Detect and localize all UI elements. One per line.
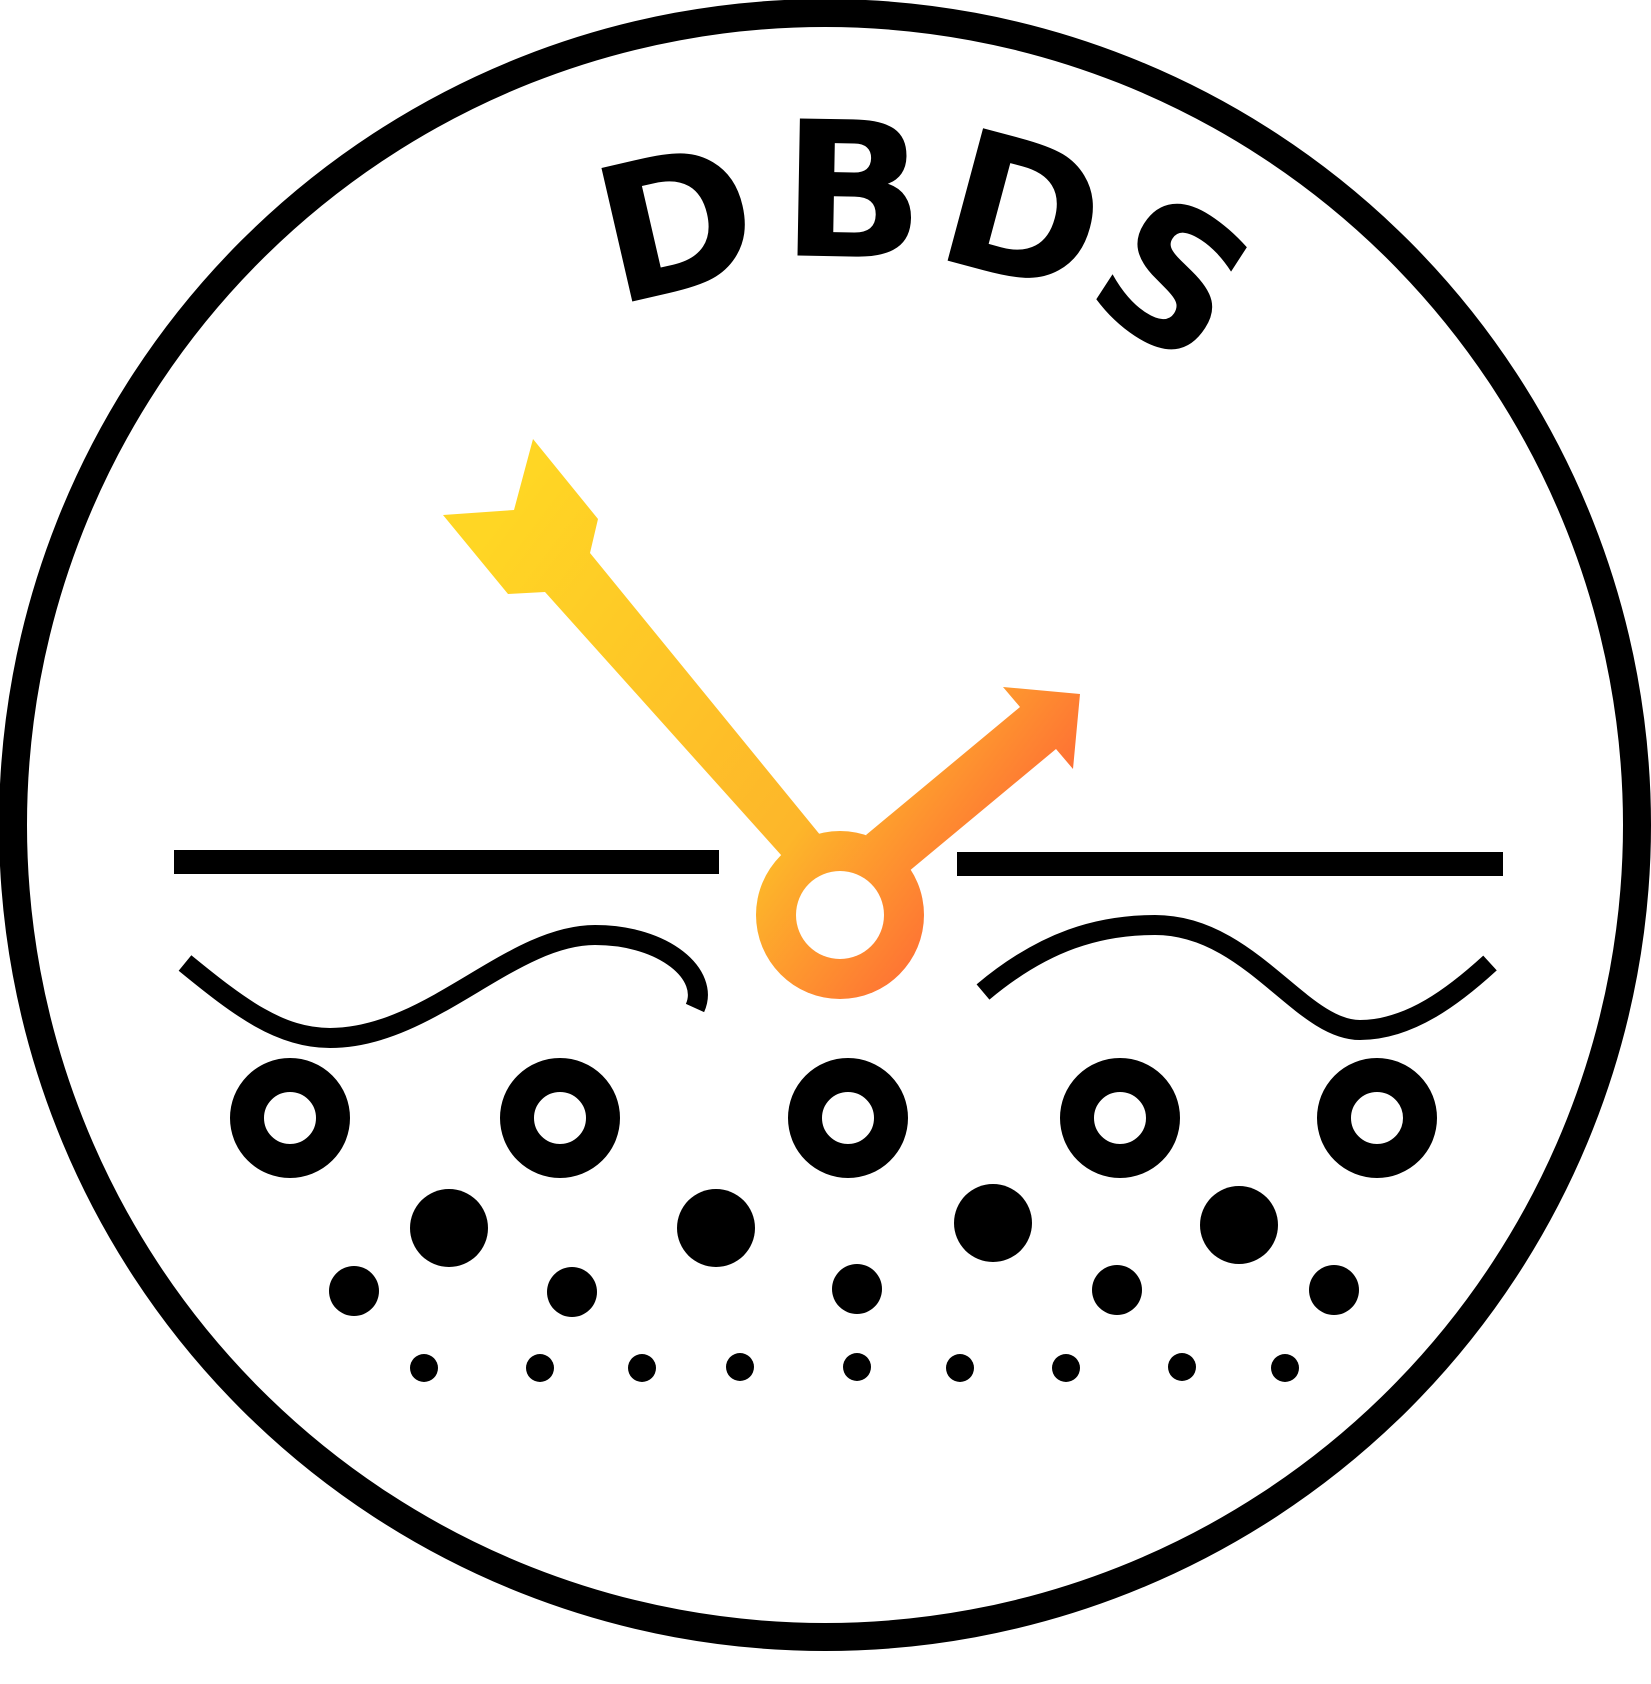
particles-medium bbox=[410, 1184, 1278, 1267]
wave-right bbox=[976, 914, 1497, 1041]
particle-icon bbox=[500, 1058, 620, 1178]
particle-icon bbox=[1168, 1353, 1196, 1381]
particle-icon bbox=[410, 1189, 488, 1267]
particle-icon bbox=[1092, 1265, 1142, 1315]
particle-icon bbox=[547, 1267, 597, 1317]
particle-icon bbox=[1060, 1058, 1180, 1178]
arrow-icon bbox=[866, 687, 1080, 877]
particle-icon bbox=[628, 1354, 656, 1382]
particles-large bbox=[230, 1058, 1437, 1178]
surface-lines bbox=[174, 850, 1503, 876]
particle-icon bbox=[1052, 1354, 1080, 1382]
surface-line-left bbox=[174, 850, 719, 874]
wave-left bbox=[178, 924, 708, 1049]
particle-icon bbox=[329, 1266, 379, 1316]
particle-icon bbox=[1309, 1265, 1359, 1315]
particle-icon bbox=[843, 1353, 871, 1381]
particles-small bbox=[329, 1264, 1359, 1317]
particle-icon bbox=[677, 1189, 755, 1267]
particle-icon bbox=[788, 1058, 908, 1178]
logo-letter-b: B bbox=[779, 81, 926, 302]
particle-icon bbox=[954, 1184, 1032, 1262]
particle-icon bbox=[526, 1354, 554, 1382]
particle-icon bbox=[1317, 1058, 1437, 1178]
particle-icon bbox=[1271, 1354, 1299, 1382]
waves bbox=[178, 914, 1497, 1049]
particle-icon bbox=[1200, 1186, 1278, 1264]
particle-icon bbox=[230, 1058, 350, 1178]
particle-icon bbox=[726, 1353, 754, 1381]
particle-icon bbox=[946, 1354, 974, 1382]
arrow-icon bbox=[443, 439, 821, 865]
pivot-hole bbox=[796, 871, 884, 959]
particles-tiny bbox=[410, 1353, 1299, 1382]
surface-line-right bbox=[957, 852, 1503, 876]
particle-icon bbox=[410, 1354, 438, 1382]
scatter-beam bbox=[443, 439, 1080, 999]
particle-icon bbox=[832, 1264, 882, 1314]
